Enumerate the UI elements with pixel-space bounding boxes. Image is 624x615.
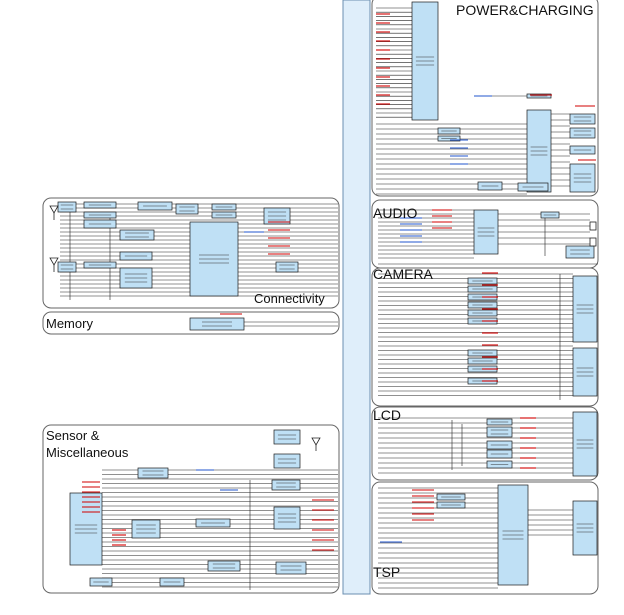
antenna-icon	[49, 257, 59, 272]
section-title-memory: Memory	[46, 316, 93, 331]
component-block	[119, 229, 155, 241]
component-block	[137, 467, 169, 479]
component-block	[57, 201, 77, 213]
component-block	[271, 479, 301, 491]
antenna-icon	[311, 437, 321, 451]
component-block	[273, 429, 301, 445]
component-block	[486, 426, 513, 438]
panel-lcd	[371, 406, 599, 481]
component-block	[207, 560, 241, 572]
central-bus	[342, 0, 371, 595]
section-title-tsp: TSP	[373, 564, 401, 580]
section-title-audio: AUDIO	[373, 205, 418, 221]
section-title-miscellaneous: Miscellaneous	[46, 445, 129, 460]
component-block	[57, 261, 77, 273]
panel-connectivity	[42, 197, 340, 309]
component-block	[275, 261, 299, 273]
panel-sensor-misc	[42, 424, 340, 594]
section-title-lcd: LCD	[373, 407, 402, 423]
panel-memory	[42, 311, 340, 335]
panel-tsp	[371, 481, 599, 595]
component-block	[275, 561, 307, 575]
component-block	[189, 317, 245, 331]
panel-power-charging	[371, 0, 599, 197]
section-title-sensor: Sensor &	[46, 428, 100, 443]
component-block	[569, 127, 596, 139]
component-block	[565, 245, 595, 259]
section-title-power-charging: POWER&CHARGING	[456, 2, 594, 18]
section-title-connectivity: Connectivity	[254, 291, 325, 306]
signal-labels	[82, 13, 596, 551]
section-title-camera: CAMERA	[373, 266, 433, 282]
antenna-icon	[49, 205, 59, 220]
component-block	[273, 453, 301, 469]
component-block	[175, 203, 199, 215]
component-block	[569, 113, 596, 125]
connector-icon	[589, 221, 597, 247]
panel-camera	[371, 267, 599, 407]
component-blocks	[57, 1, 598, 587]
